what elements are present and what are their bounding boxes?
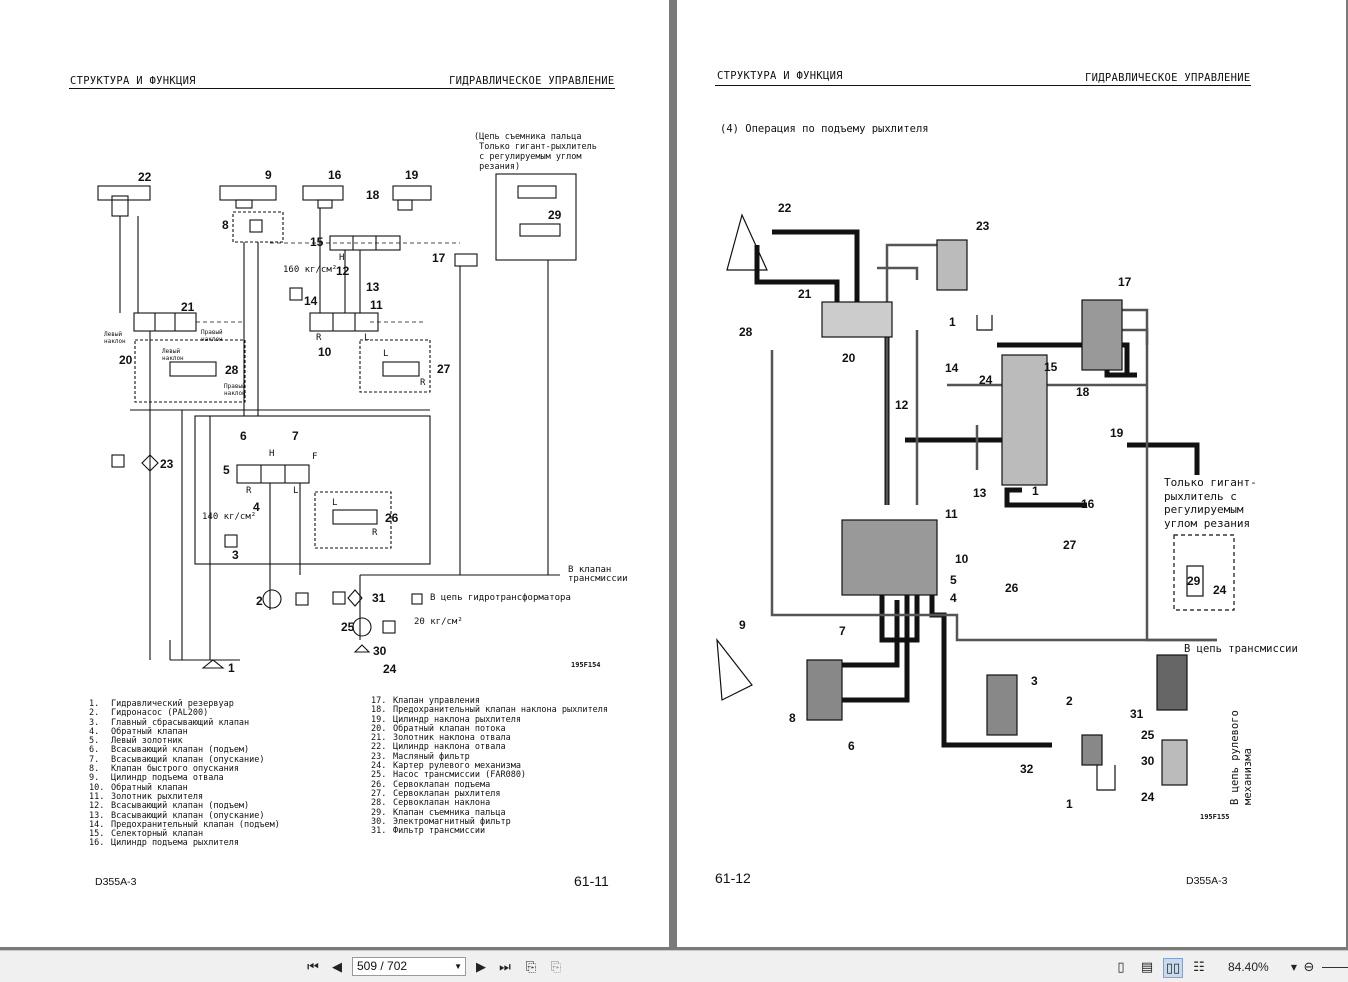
continuous-page-icon[interactable]: ▤ [1140,959,1154,975]
legend-item: 20.Обратный клапан потока [371,723,506,734]
header-right: ГИДРАВЛИЧЕСКОЕ УПРАВЛЕНИЕ [449,75,615,87]
viewer-toolbar: ⏮ ◀ 509 / 702 ▼ ▶ ⏭ ⎘ ⎘ ▯ ▤ ▯▯ ☷ 84.40% … [0,950,1348,982]
page-number-field[interactable]: 509 / 702 ▼ [352,957,466,976]
legend-item: 17.Клапан управления [371,696,480,706]
label-right-tilt-2: Правый наклон [224,383,246,397]
legend-item: 12.Всасывающий клапан (подъем) [89,801,250,812]
ripper-raise-diagram [716,213,1235,791]
model-code: D355A-3 [1186,875,1228,887]
two-page-icon[interactable]: ▯▯ [1163,958,1183,978]
page-number: 61-11 [574,873,609,889]
pressure-160: 160 кг/см² [283,265,338,275]
legend-item: 13.Всасывающий клапан (опускание) [89,810,265,821]
pressure-20: 20 кг/см² [414,617,463,627]
page-61-11: СТРУКТУРА И ФУНКЦИЯ ГИДРАВЛИЧЕСКОЕ УПРАВ… [0,0,669,947]
legend-item: 11.Золотник рыхлителя [89,791,204,802]
legend-item: 22.Цилиндр наклона отвала [371,742,506,753]
figure-id: 195F155 [1200,813,1230,821]
section-title: (4) Операция по подъему рыхлителя [720,123,929,135]
giant-ripper-note: Только гигант- рыхлитель с регулируемым … [1164,476,1257,530]
legend-item: 16.Цилиндр подъема рыхлителя [89,838,239,849]
page-number: 61-12 [715,870,751,886]
first-page-icon[interactable]: ⏮ [307,959,319,975]
legend-item: 15.Селекторный клапан [89,829,204,840]
pressure-140: 140 кг/см² [202,512,257,522]
legend-item: 1.Гидравлический резервуар [89,699,234,709]
legend-item: 2.Гидронасос (PAL200) [89,708,209,719]
legend-item: 3.Главный сбрасывающий клапан [89,717,250,728]
legend-item: 18.Предохранительный клапан наклона рыхл… [371,705,608,716]
legend-item: 5.Левый золотник [89,736,183,747]
zoom-slider[interactable] [1322,967,1348,968]
to-transmission-valve: В клапан трансмиссии [568,565,628,584]
pin-puller-note: (Цепь съемника пальца Только гигант-рыхл… [474,132,597,172]
zoom-level[interactable]: 84.40% [1228,960,1269,974]
label-right-tilt: Правый наклон [201,329,223,343]
legend-item: 10.Обратный клапан [89,782,188,793]
legend-item: 26.Сервоклапан подъема [371,779,491,790]
single-page-icon[interactable]: ▯ [1117,959,1125,975]
legend-item: 27.Сервоклапан рыхлителя [371,788,501,799]
two-page-continuous-icon[interactable]: ☷ [1193,959,1205,975]
document-viewport[interactable]: СТРУКТУРА И ФУНКЦИЯ ГИДРАВЛИЧЕСКОЕ УПРАВ… [0,0,1348,950]
page-61-12: СТРУКТУРА И ФУНКЦИЯ ГИДРАВЛИЧЕСКОЕ УПРАВ… [677,0,1346,947]
legend-item: 31.Фильтр трансмиссии [371,826,486,837]
page-field-value: 509 / 702 [357,959,408,973]
header-rule [69,88,615,89]
header-rule [715,85,1251,86]
to-transmission-circuit: В цепь трансмиссии [1184,643,1298,655]
legend-item: 8.Клапан быстрого опускания [89,764,239,775]
to-converter-circuit: В цепь гидротрансформатора [430,593,571,603]
header-right: ГИДРАВЛИЧЕСКОЕ УПРАВЛЕНИЕ [1085,72,1251,84]
legend-item: 29.Клапан съемника пальца [371,807,506,818]
legend-item: 4.Обратный клапан [89,726,188,737]
figure-id: 195F154 [571,661,601,669]
header-left: СТРУКТУРА И ФУНКЦИЯ [70,75,196,87]
legend-item: 9.Цилиндр подъема отвала [89,773,224,784]
legend-item: 21.Золотник наклона отвала [371,733,511,744]
last-page-icon[interactable]: ⏭ [499,959,511,975]
previous-page-icon[interactable]: ◀ [332,959,342,975]
previous-view-icon[interactable]: ⎘ [525,959,537,975]
chevron-down-icon[interactable]: ▼ [454,962,462,971]
to-steering-circuit: В цепь рулевого механизма [1229,710,1254,805]
legend-item: 14.Предохранительный клапан (подъем) [89,819,280,830]
model-code: D355A-3 [95,876,137,888]
header-left: СТРУКТУРА И ФУНКЦИЯ [717,70,843,82]
label-left-tilt: Левый наклон [104,331,126,345]
hydraulic-schematic [97,173,577,669]
legend-item: 28.Сервоклапан наклона [371,798,491,809]
legend-item: 25.Насос трансмиссии (FAR080) [371,770,527,781]
legend-item: 24.Картер рулевого механизма [371,761,521,772]
legend-item: 7.Всасывающий клапан (опускание) [89,754,265,765]
legend-item: 6.Всасывающий клапан (подъем) [89,745,250,756]
label-left-tilt-2: Левый наклон [162,348,184,362]
legend-item: 19.Цилиндр наклона рыхлителя [371,714,521,725]
legend-item: 30.Электромагнитный фильтр [371,816,511,827]
next-page-icon[interactable]: ▶ [476,959,486,975]
next-view-icon[interactable]: ⎘ [550,959,562,975]
legend-item: 23.Масляный фильтр [371,751,470,762]
zoom-out-icon[interactable]: ⊖ [1303,959,1315,975]
zoom-dropdown-icon[interactable]: ▼ [1290,962,1298,972]
